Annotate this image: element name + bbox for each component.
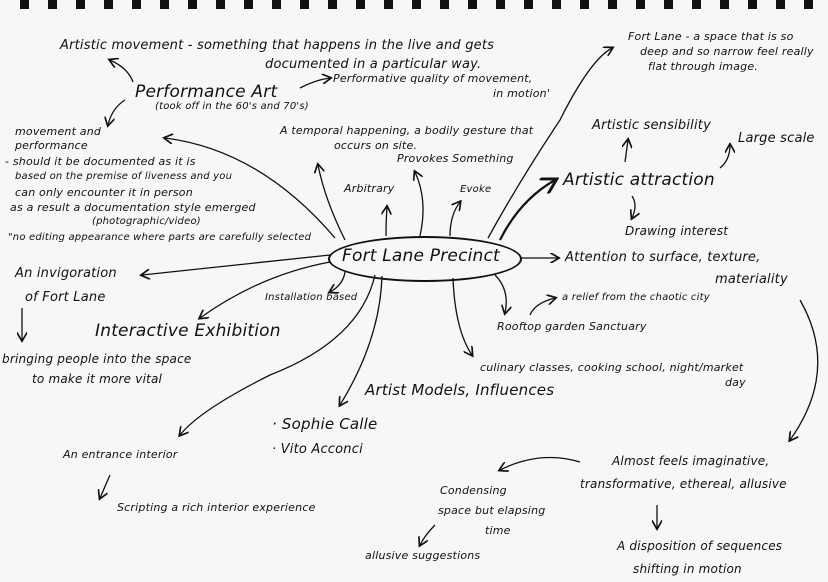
arrow-to-provokes [415,172,424,237]
performance-art: Performance Art [135,82,278,102]
performative-line1: Performative quality of movement, [333,72,533,85]
arrow-to-fort-lane-space [487,48,612,239]
arrow-to-performative [299,78,330,89]
arrow-to-condensing [500,456,581,471]
arrow-to-invigoration [142,254,331,275]
movement-line3: - should it be documented as it is [5,155,196,168]
artistic-movement-line2: documented in a particular way. [265,57,482,72]
movement-line8: "no editing appearance where parts are c… [8,232,312,243]
condensing-line1: Condensing [440,484,507,497]
arrow-to-evoke [449,202,460,237]
performance-art-note: (took off in the 60's and 70's) [155,101,309,112]
central-topic-ellipse [328,236,522,282]
condensing-line3: time [485,524,511,537]
arrow-to-artistic-movement [110,60,134,83]
relief: a relief from the chaotic city [562,292,710,303]
movement-line1: movement and [15,125,102,138]
culinary-line1: culinary classes, cooking school, night/… [480,361,744,374]
movement-line6: as a result a documentation style emerge… [10,201,256,214]
arrow-to-movement [108,99,126,125]
arrow-to-installation [330,271,346,292]
arrow-to-artistic-attraction [499,180,555,241]
movement-line4: based on the premise of liveness and you [15,171,233,182]
arrow-to-entrance [180,274,376,435]
arrow-to-scripting [100,474,111,498]
movement-line2: performance [15,139,88,152]
arrow-to-relief [529,298,555,316]
drawing-interest: Drawing interest [625,224,729,238]
scripting: Scripting a rich interior experience [117,501,316,514]
culinary-line2: day [725,376,746,389]
large-scale: Large scale [738,131,815,146]
performative-line2: in motion' [493,87,551,100]
arrow-to-allusive [420,524,436,545]
arrow-to-rooftop [494,274,506,313]
attention-line2: materiality [715,272,788,287]
arrow-to-drawing-interest [632,195,635,218]
bringing-line2: to make it more vital [32,372,163,386]
arrow-to-almost-feels [790,299,819,440]
arrow-to-sensibility [625,140,628,163]
arbitrary: Arbitrary [344,182,395,195]
condensing-line2: space but elapsing [438,504,546,517]
arrow-to-interactive [200,261,331,318]
almost-feels-line2: transformative, ethereal, allusive [580,477,787,491]
arrow-to-culinary [452,277,472,355]
entrance-interior: An entrance interior [63,448,178,461]
fort-lane-space-line3: flat through image. [648,60,758,73]
arrow-to-arbitrary [386,207,387,237]
provokes: Provokes Something [397,152,514,165]
artistic-movement-line1: Artistic movement - something that happe… [60,38,495,53]
bringing-line1: bringing people into the space [2,352,192,366]
artistic-attraction: Artistic attraction [563,170,715,190]
attention-line1: Attention to surface, texture, [565,250,761,265]
temporal-line2: occurs on site. [334,139,418,152]
arrow-to-large-scale [719,145,730,169]
temporal-line1: A temporal happening, a bodily gesture t… [280,124,534,137]
artist-vito-acconci: · Vito Acconci [272,442,363,457]
artist-models: Artist Models, Influences [365,381,555,399]
central-topic: Fort Lane Precinct [342,246,500,266]
evoke: Evoke [460,184,492,195]
rooftop: Rooftop garden Sanctuary [497,320,647,333]
fort-lane-space-line1: Fort Lane - a space that is so [628,30,794,43]
movement-line7: (photographic/video) [92,216,201,227]
interactive-exhibition: Interactive Exhibition [95,321,281,341]
arrow-to-performance-art [165,138,336,239]
disposition-line2: shifting in motion [633,562,742,576]
artist-sophie-calle: · Sophie Calle [272,415,378,433]
allusive-suggestions: allusive suggestions [365,549,481,562]
fort-lane-space-line2: deep and so narrow feel really [640,45,814,58]
invigoration-line1: An invigoration [15,266,117,281]
disposition-line1: A disposition of sequences [617,539,783,553]
almost-feels-line1: Almost feels imaginative, [612,454,770,468]
arrow-to-temporal [318,165,346,241]
movement-line5: can only encounter it in person [15,186,193,199]
arrow-to-artists [340,275,383,405]
artistic-sensibility: Artistic sensibility [592,118,711,133]
invigoration-line2: of Fort Lane [25,290,106,305]
installation: Installation based [265,292,358,303]
